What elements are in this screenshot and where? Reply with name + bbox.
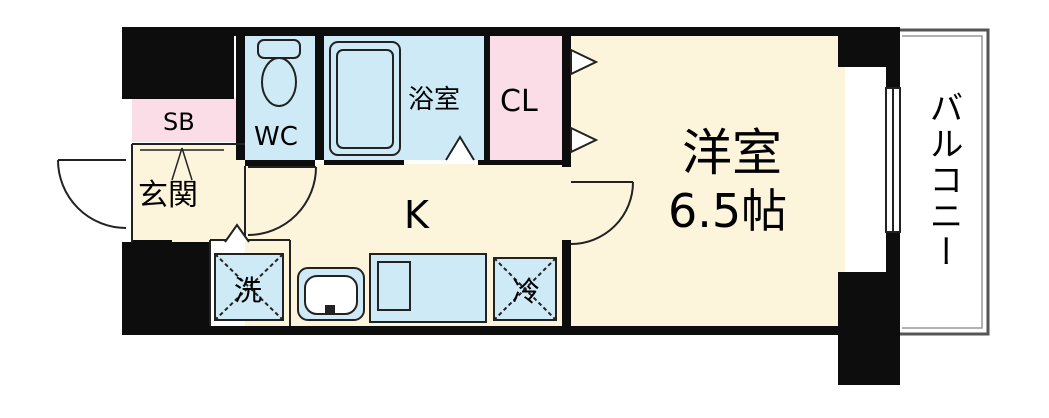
entrance-label: 玄関 bbox=[138, 178, 198, 213]
shoe-box-lines bbox=[140, 147, 224, 181]
laundry-space-icon bbox=[214, 253, 284, 321]
bath-door-triangle bbox=[445, 135, 475, 161]
counter-icon bbox=[369, 253, 487, 323]
entrance-floor bbox=[132, 144, 245, 242]
closet-area bbox=[489, 35, 564, 160]
kitchen-label: K bbox=[404, 193, 429, 237]
balcony-window bbox=[885, 87, 901, 233]
closet-doors bbox=[570, 48, 599, 154]
room-door-icon bbox=[570, 181, 634, 245]
closet-label: CL bbox=[500, 84, 538, 119]
toilet-icon bbox=[257, 39, 301, 107]
bathtub-icon bbox=[329, 41, 401, 156]
entrance-step-triangle bbox=[224, 223, 250, 243]
interior-lines bbox=[131, 143, 291, 326]
toilet-label: WC bbox=[254, 122, 298, 152]
entrance-inner-door bbox=[247, 166, 317, 236]
bath-label: 浴室 bbox=[408, 85, 461, 115]
shoe-box-label: SB bbox=[163, 108, 195, 136]
balcony-label: バルコニー bbox=[923, 90, 963, 270]
fridge-space-icon bbox=[493, 257, 557, 321]
fridge-label: 冷 bbox=[512, 275, 541, 308]
laundry-label: 洗 bbox=[234, 274, 263, 307]
western-room-label: 洋室 bbox=[682, 124, 782, 182]
walls bbox=[122, 27, 900, 385]
shoe-box-area bbox=[132, 98, 236, 142]
door-icon bbox=[57, 159, 127, 229]
western-room-floor bbox=[567, 35, 845, 332]
balcony bbox=[898, 28, 990, 336]
sink-icon bbox=[297, 267, 365, 321]
western-room-size: 6.5帖 bbox=[668, 184, 788, 238]
